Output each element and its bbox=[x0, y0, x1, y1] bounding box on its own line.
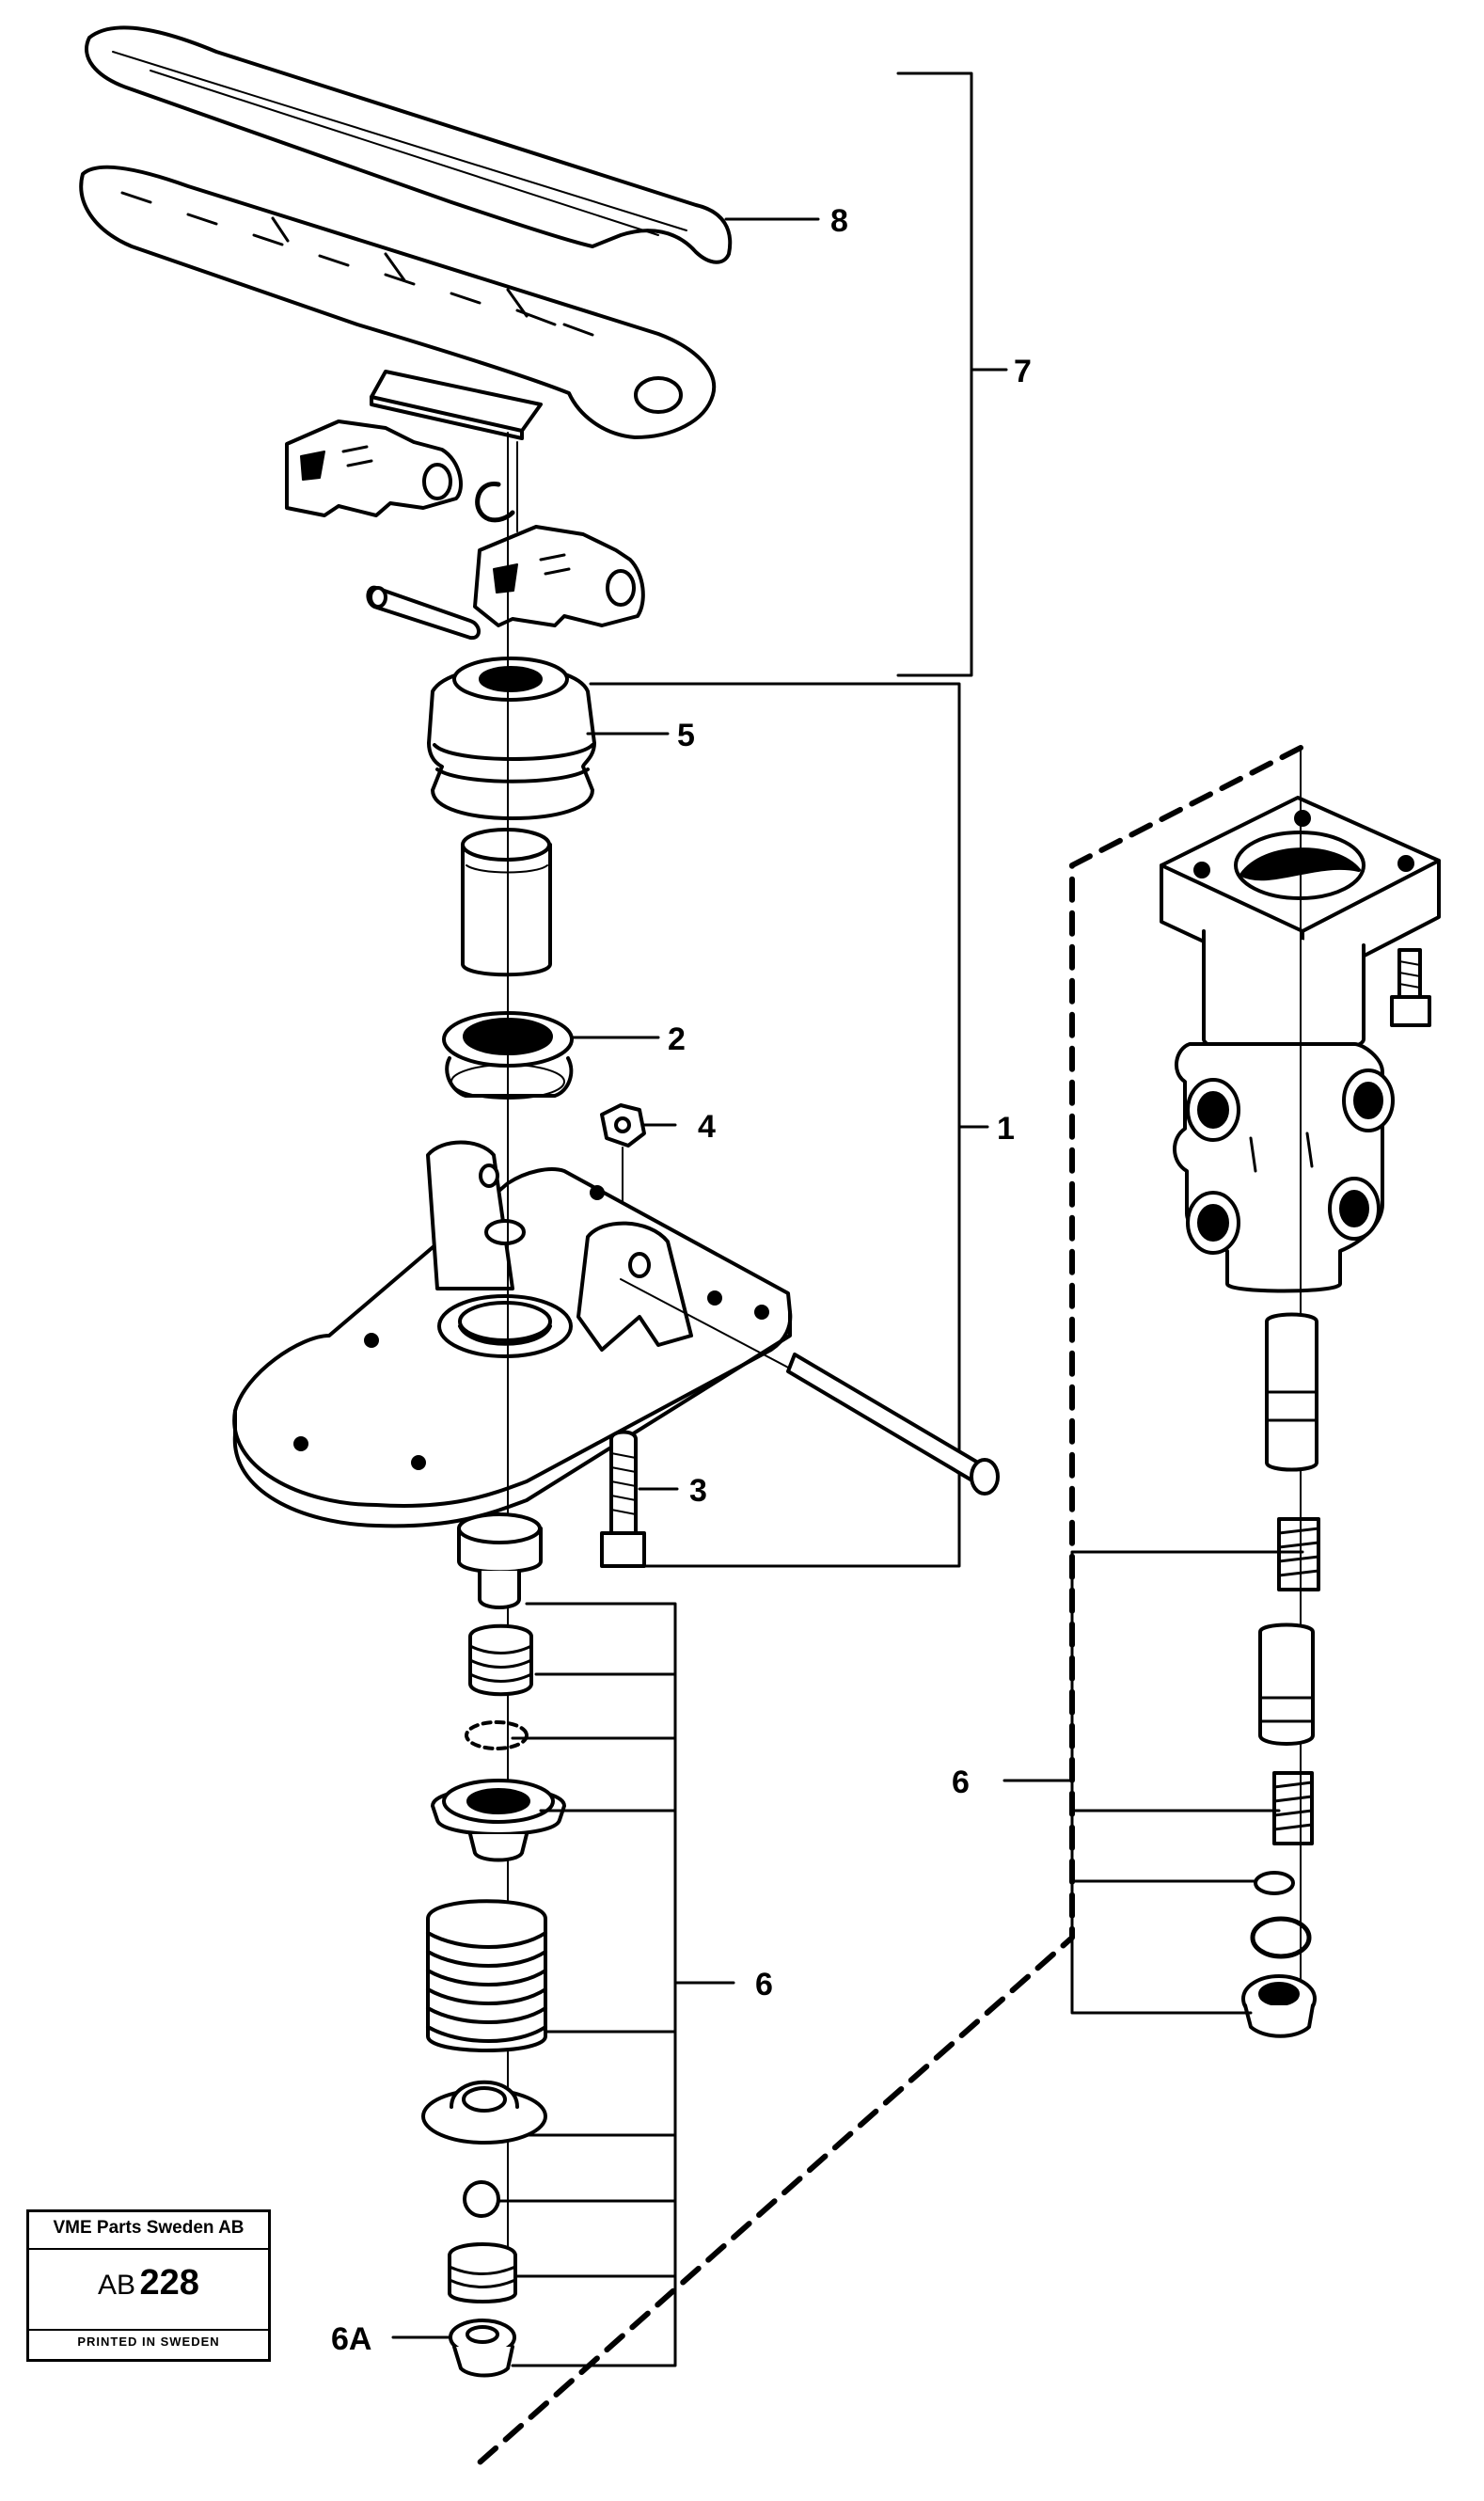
valve-ball bbox=[463, 2180, 500, 2218]
bracket-6-left bbox=[497, 1602, 677, 2367]
bracket-1 bbox=[589, 682, 961, 1568]
bracket-7 bbox=[896, 71, 973, 677]
callout-6-right: 6 bbox=[952, 1765, 970, 1800]
callout-6A: 6A bbox=[331, 2321, 371, 2357]
stamp-divider-bottom bbox=[29, 2329, 268, 2331]
circlip bbox=[475, 482, 515, 523]
nut bbox=[600, 1103, 646, 1148]
small-spring bbox=[468, 1623, 533, 1697]
large-spring bbox=[426, 1899, 547, 2052]
callout-8: 8 bbox=[830, 203, 848, 239]
stamp-code: AB 228 bbox=[29, 2263, 268, 2303]
right-stem-lower bbox=[1258, 1622, 1315, 1746]
valve-piston bbox=[457, 1512, 543, 1609]
right-spring-1 bbox=[1277, 1517, 1320, 1591]
screw bbox=[600, 1430, 646, 1568]
right-spring-2 bbox=[1272, 1771, 1314, 1845]
pedal-plate bbox=[370, 370, 543, 440]
pedal-pad-lower bbox=[79, 165, 717, 439]
callout-2: 2 bbox=[668, 1021, 686, 1057]
publisher-stamp: VME Parts Sweden AB AB 228 PRINTED IN SW… bbox=[26, 2209, 271, 2362]
long-bolt bbox=[620, 1278, 1000, 1496]
base-plate bbox=[232, 1140, 793, 1528]
stamp-code-number: 228 bbox=[139, 2263, 199, 2303]
callout-4: 4 bbox=[698, 1109, 716, 1145]
right-plug bbox=[1241, 1974, 1317, 2038]
o-ring-dashed bbox=[465, 1720, 529, 1750]
plunger bbox=[461, 828, 552, 977]
dashed-connection bbox=[477, 745, 1303, 2465]
callout-7: 7 bbox=[1014, 354, 1032, 389]
mounting-screw-right bbox=[1390, 948, 1431, 1027]
spring-seat bbox=[421, 2080, 547, 2145]
rubber-boot bbox=[427, 657, 596, 820]
stamp-code-prefix: AB bbox=[98, 2270, 136, 2301]
right-o-ring bbox=[1250, 1916, 1312, 1959]
hinge-bracket-right bbox=[473, 525, 645, 627]
right-small-ring bbox=[1254, 1871, 1295, 1895]
stamp-company: VME Parts Sweden AB bbox=[53, 2218, 245, 2238]
callout-6-left: 6 bbox=[755, 1967, 773, 2002]
hinge-bracket-left bbox=[285, 419, 463, 517]
callout-3: 3 bbox=[689, 1473, 707, 1509]
bracket-6-right bbox=[1070, 1550, 1304, 2015]
right-stem-upper bbox=[1265, 1312, 1318, 1472]
bottom-seat bbox=[449, 2319, 516, 2378]
valve-cup bbox=[431, 1779, 566, 1862]
callout-5: 5 bbox=[677, 718, 695, 753]
pedal-pad-upper bbox=[85, 25, 733, 264]
callout-1: 1 bbox=[997, 1111, 1015, 1147]
bottom-spring bbox=[448, 2242, 517, 2303]
stamp-printed: PRINTED IN SWEDEN bbox=[77, 2335, 220, 2349]
stamp-divider-top bbox=[29, 2248, 268, 2250]
pivot-pin bbox=[366, 585, 481, 641]
